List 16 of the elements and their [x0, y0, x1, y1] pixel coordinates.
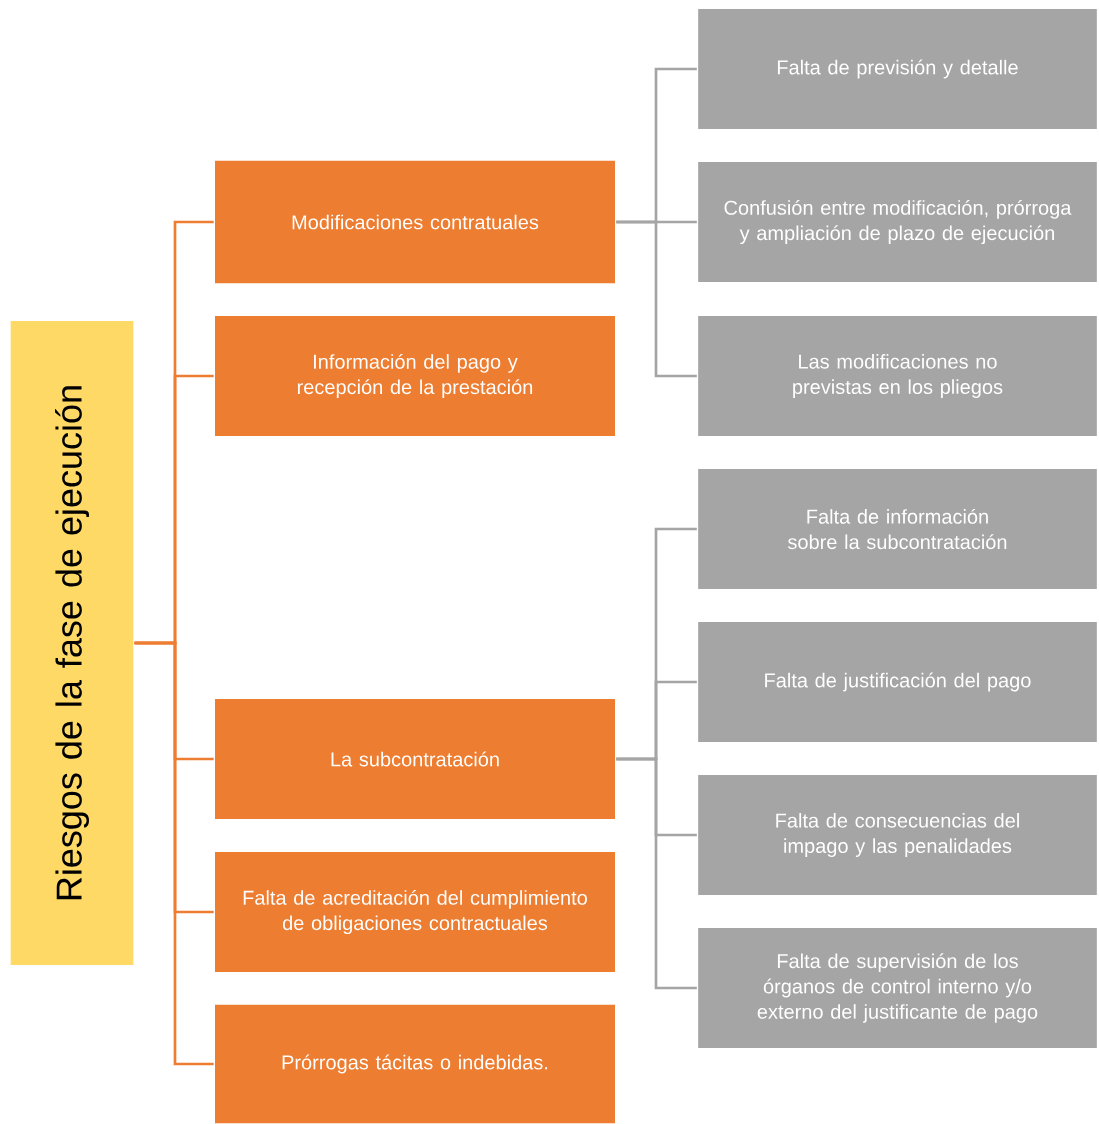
risk-box: Falta de información sobre la subcontratación — [696, 467, 1099, 591]
risk-box: Falta de justificación del pago — [696, 620, 1099, 744]
connector — [616, 757, 697, 990]
connector — [134, 641, 214, 1066]
category-box: Información del pago y recepción de la prestación — [213, 314, 617, 438]
risk-box: Falta de supervisión de los órganos de control interno y/o externo del justificante de pago — [696, 926, 1099, 1050]
category-box: La subcontratación — [213, 697, 617, 821]
risk-box: Las modificaciones no previstas en los pliegos — [696, 314, 1099, 438]
risk-box: Falta de previsión y detalle — [696, 7, 1099, 131]
title-box: Riesgos de la fase de ejecución — [9, 319, 135, 967]
risk-box: Falta de consecuencias del impago y las penalidades — [696, 773, 1099, 897]
category-box: Prórrogas tácitas o indebidas. — [213, 1003, 617, 1124]
category-box: Modificaciones contratuales — [213, 159, 617, 285]
risk-box: Confusión entre modificación, prórroga y ampliación de plazo de ejecución — [696, 160, 1099, 284]
category-box: Falta de acreditación del cumplimiento de obligaciones contractuales — [213, 850, 617, 974]
connector — [616, 220, 697, 378]
